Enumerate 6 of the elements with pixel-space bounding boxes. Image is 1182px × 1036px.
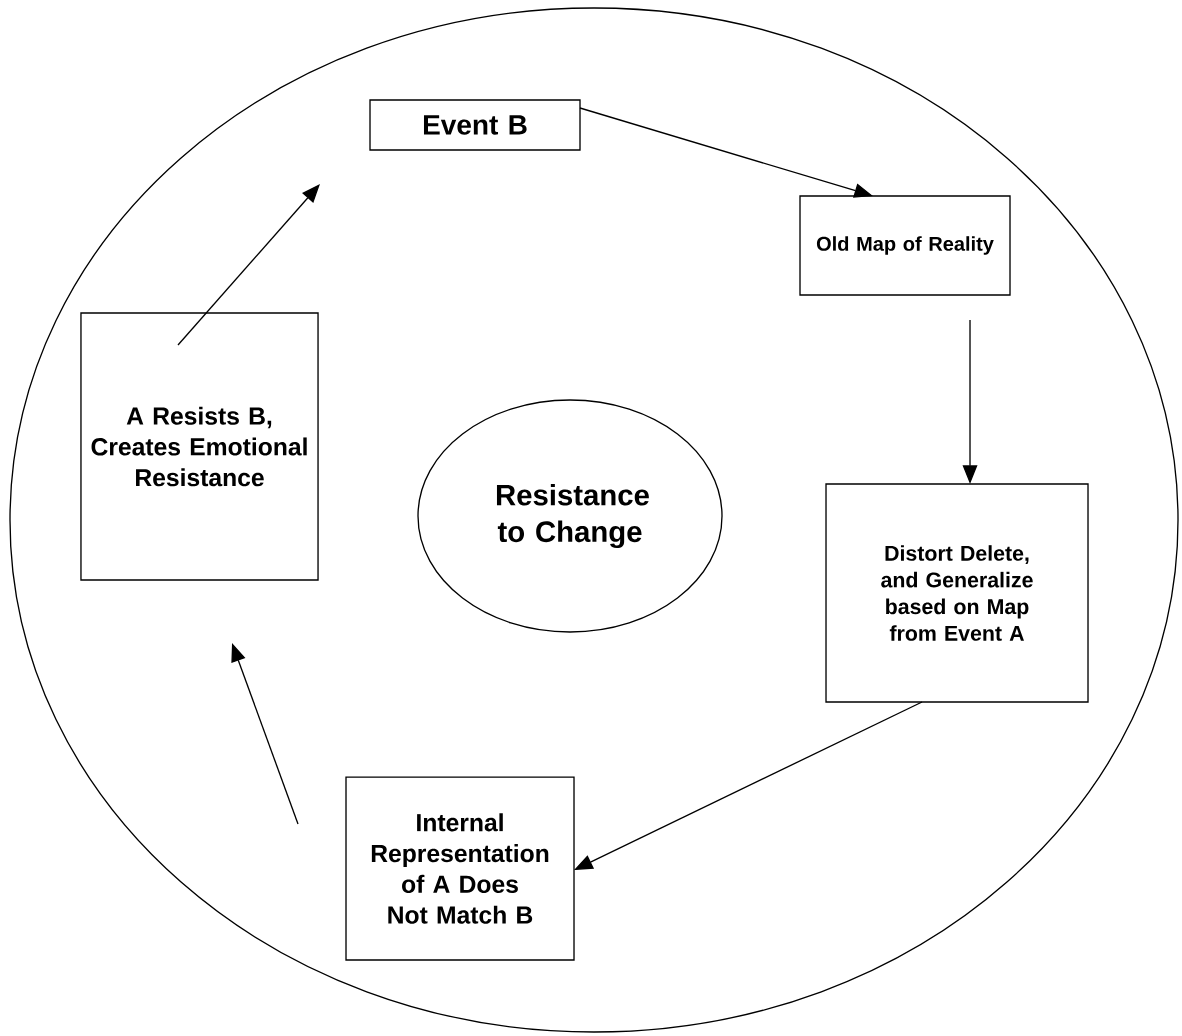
process-box: Internal Representation of A Does Not Match B <box>345 776 575 961</box>
process-box: Old Map of Reality <box>799 195 1011 296</box>
process-box: Event B <box>369 99 581 151</box>
arrow <box>177 184 320 346</box>
process-box: Distort Delete, and Generalize based on Map from Event A <box>825 483 1089 703</box>
process-box: A Resists B, Creates Emotional Resistance <box>80 312 319 581</box>
